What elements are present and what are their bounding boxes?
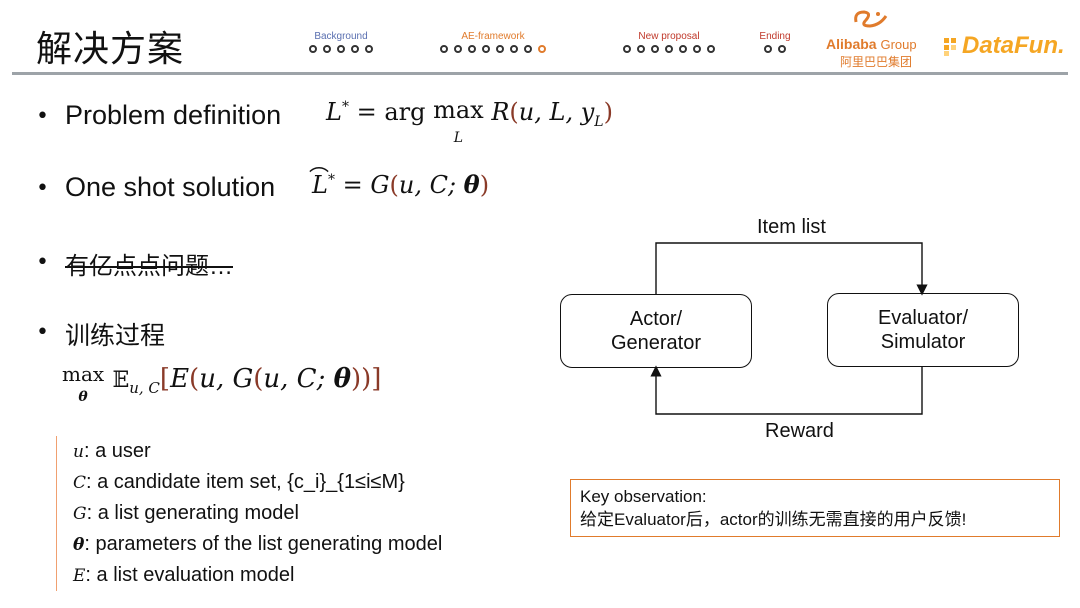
alibaba-smile-icon (854, 10, 888, 28)
nav-dot[interactable] (323, 45, 331, 53)
page-title: 解决方案 (36, 29, 185, 70)
definition-text: : a candidate item set, {c_i}_{1≤i≤M} (86, 471, 405, 493)
actor-generator-box: Actor/ Generator (560, 294, 752, 368)
key-observation-box: Key observation: 给定Evaluator后，actor的训练无需… (570, 479, 1060, 537)
alibaba-name: Alibaba (826, 36, 877, 52)
nav-dot[interactable] (337, 45, 345, 53)
definition-text: : a list evaluation model (85, 564, 295, 586)
nav-dot[interactable] (454, 45, 462, 53)
formula-one-shot: L⌒* = G(u, C; θ) (309, 165, 490, 199)
definition-item: u: a user (73, 436, 442, 467)
nav-dots-ae-framework (413, 45, 573, 53)
nav-dot[interactable] (778, 45, 786, 53)
nav-dots-ending (756, 45, 794, 53)
item-list-label: Item list (757, 216, 826, 238)
header-divider (12, 72, 1068, 75)
definitions-list: u: a user C: a candidate item set, {c_i}… (56, 436, 442, 591)
alibaba-cn-name: 阿里巴巴集团 (840, 55, 913, 69)
definition-text: : a list generating model (86, 502, 299, 524)
nav-section-ending[interactable]: Ending (756, 30, 794, 53)
definition-item: θ: parameters of the list generating mod… (73, 529, 442, 560)
bullet-marker: • (36, 104, 49, 129)
bullet-marker: • (36, 176, 49, 201)
definition-symbol: C (73, 473, 87, 493)
nav-label-ending: Ending (759, 31, 791, 42)
nav-section-ae-framework[interactable]: AE-framework (413, 30, 573, 53)
nav-dot[interactable] (496, 45, 504, 53)
nav-dot[interactable] (510, 45, 518, 53)
datafun-text: DataFun. (962, 32, 1065, 59)
reward-arrow (650, 365, 923, 415)
nav-dot[interactable] (440, 45, 448, 53)
nav-label-new-proposal: New proposal (638, 31, 700, 42)
nav-label-background: Background (314, 31, 368, 42)
definition-symbol: u (73, 442, 84, 462)
definition-symbol: θ (73, 535, 85, 555)
alibaba-group: Group (880, 37, 917, 52)
nav-dot[interactable] (309, 45, 317, 53)
nav-dot[interactable] (679, 45, 687, 53)
nav-dot[interactable] (468, 45, 476, 53)
definition-text: : parameters of the list generating mode… (84, 533, 443, 555)
definition-item: C: a candidate item set, {c_i}_{1≤i≤M} (73, 467, 442, 498)
nav-dot[interactable] (365, 45, 373, 53)
actor-generator-label: Actor/ Generator (610, 308, 702, 354)
item-list-arrow (655, 242, 928, 296)
bullet-one-shot: One shot solution (65, 172, 276, 202)
nav-dot[interactable] (707, 45, 715, 53)
nav-dot[interactable] (351, 45, 359, 53)
nav-dot[interactable] (665, 45, 673, 53)
nav-dot[interactable] (637, 45, 645, 53)
key-observation-text: 给定Evaluator后，actor的训练无需直接的用户反馈! (580, 510, 967, 529)
bullet-marker: • (36, 250, 49, 275)
definition-item: E: a list evaluation model (73, 560, 442, 591)
nav-dot[interactable] (651, 45, 659, 53)
definition-item: G: a list generating model (73, 498, 442, 529)
key-observation-title: Key observation: (580, 487, 707, 506)
nav-dot-active[interactable] (538, 45, 546, 53)
nav-dot[interactable] (524, 45, 532, 53)
nav-section-background[interactable]: Background (296, 30, 386, 53)
datafun-logo: DataFun. (944, 32, 1074, 66)
nav-section-new-proposal[interactable]: New proposal (600, 30, 738, 53)
nav-dot[interactable] (482, 45, 490, 53)
bullet-problem-definition: Problem definition (65, 100, 282, 130)
nav-dots-background (296, 45, 386, 53)
nav-dots-new-proposal (600, 45, 738, 53)
bullet-struck-issue: 有亿点点问题… (65, 253, 233, 280)
definition-symbol: E (73, 566, 86, 586)
nav-dot[interactable] (693, 45, 701, 53)
nav-dot[interactable] (764, 45, 772, 53)
nav-label-ae-framework: AE-framework (461, 31, 525, 42)
definition-text: : a user (83, 440, 151, 462)
definition-symbol: G (73, 504, 87, 524)
datafun-pixel-icon (944, 38, 956, 56)
nav-dot[interactable] (623, 45, 631, 53)
bullet-training-process: 训练过程 (65, 322, 166, 350)
evaluator-simulator-box: Evaluator/ Simulator (827, 293, 1019, 367)
evaluator-simulator-label: Evaluator/ Simulator (877, 307, 969, 353)
bullet-marker: • (36, 320, 49, 345)
reward-label: Reward (765, 420, 834, 442)
